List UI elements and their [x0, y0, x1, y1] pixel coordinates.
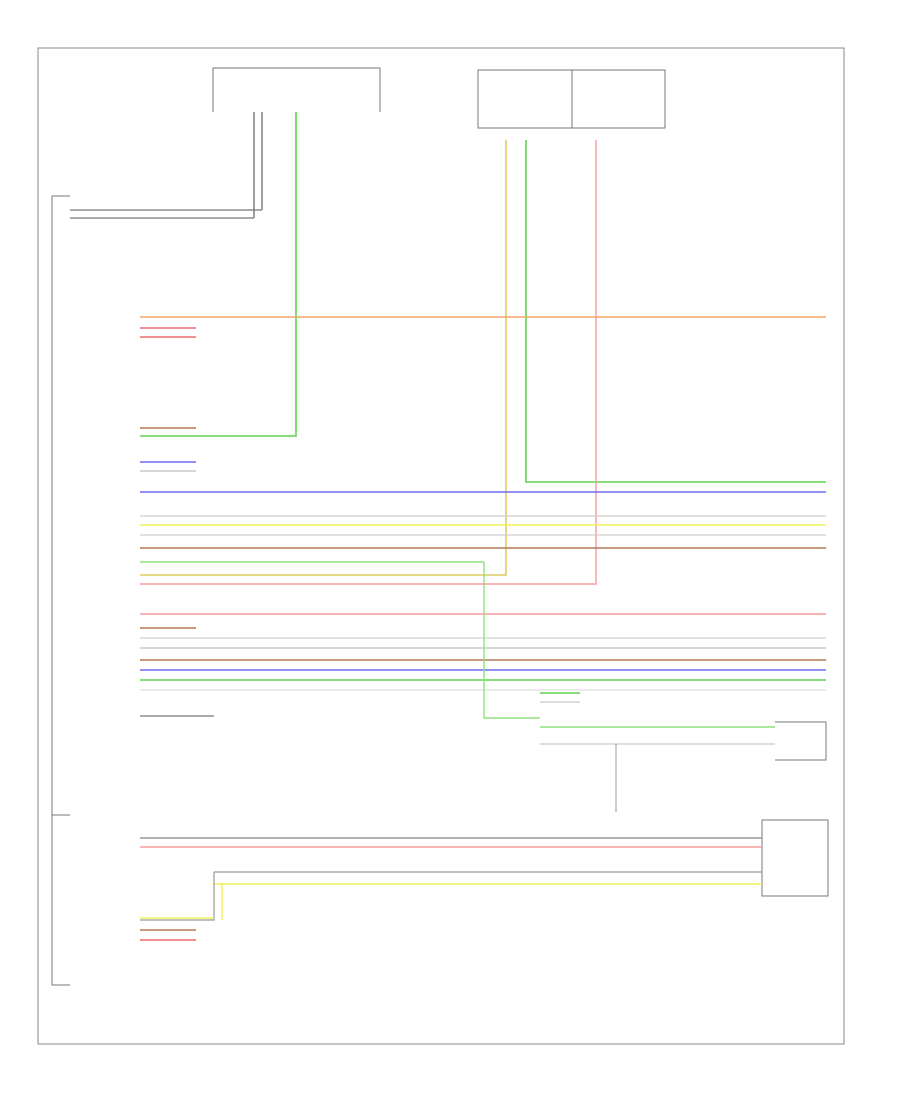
top-connector-bracket — [212, 67, 381, 112]
wire-green-antenna — [140, 112, 297, 437]
wire-yellow-down — [140, 140, 507, 576]
right-bottom-connector — [761, 819, 829, 897]
wire-green-down — [525, 140, 826, 483]
diagram-frame — [37, 47, 845, 1045]
wire-bottom-gray-drop — [140, 872, 215, 921]
wire-pink-down — [140, 140, 597, 585]
wire-green-drop — [483, 562, 540, 719]
bottom-left-bracket — [51, 814, 70, 985]
left-connector-bracket — [51, 195, 70, 986]
right-lower-connector — [775, 721, 827, 761]
